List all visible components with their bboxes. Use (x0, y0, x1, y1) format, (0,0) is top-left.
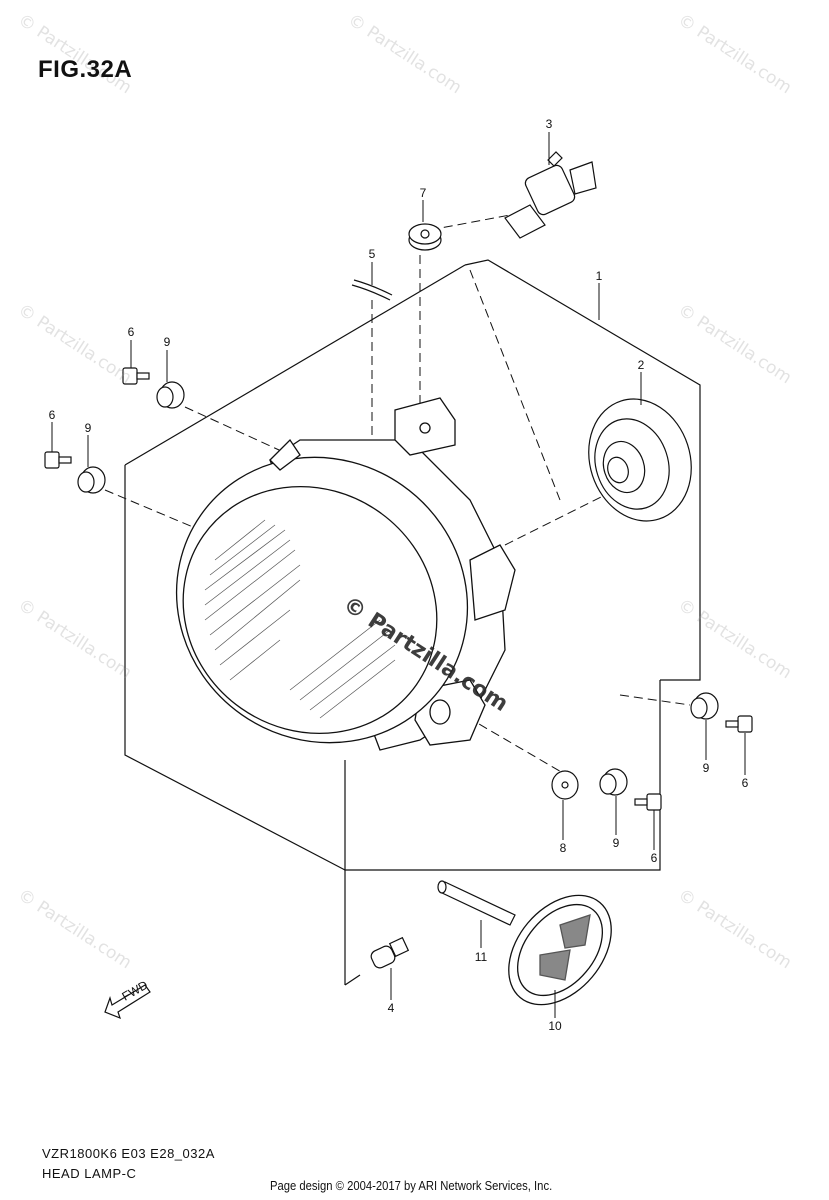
grommet-top (408, 223, 442, 251)
part-number: 5 (369, 247, 376, 261)
part-number: 9 (703, 761, 710, 775)
part-number: 3 (546, 117, 553, 131)
position-bulb (370, 936, 410, 969)
reflector (508, 894, 612, 1006)
part-number: 8 (560, 841, 567, 855)
part-number: 11 (475, 950, 488, 964)
headlamp-bulb (504, 151, 597, 239)
part-number: 2 (638, 358, 645, 372)
clip-strip (351, 279, 393, 301)
fwd-arrow-icon: FWD (104, 978, 151, 1020)
model-code: VZR1800K6 E03 E28_032A (42, 1146, 215, 1161)
part-number: 10 (548, 1019, 562, 1033)
assembly-box (124, 259, 701, 986)
part-number: 6 (128, 325, 135, 339)
part-number: 9 (85, 421, 92, 435)
leader-lines (104, 214, 691, 781)
part-number-labels: 3 7 5 1 2 6 9 6 9 9 6 8 9 6 11 10 4 (49, 117, 749, 1033)
callout-lines (51, 132, 746, 1018)
part-number: 1 (596, 269, 603, 283)
bolts-grommets (44, 367, 753, 811)
lens-texture (204, 519, 396, 719)
section-name: HEAD LAMP-C (42, 1166, 137, 1181)
copyright-notice: Page design © 2004-2017 by ARI Network S… (270, 1179, 553, 1193)
figure-title: FIG.32A (38, 56, 133, 83)
part-number: 7 (420, 186, 427, 200)
part-number: 9 (164, 335, 171, 349)
part-number: 6 (651, 851, 658, 865)
headlamp-unit (175, 397, 516, 751)
part-number: 4 (388, 1001, 395, 1015)
position-lamp-holder (437, 880, 516, 926)
socket-reflector (588, 398, 692, 522)
part-number: 6 (49, 408, 56, 422)
part-number: 9 (613, 836, 620, 850)
part-number: 6 (742, 776, 749, 790)
